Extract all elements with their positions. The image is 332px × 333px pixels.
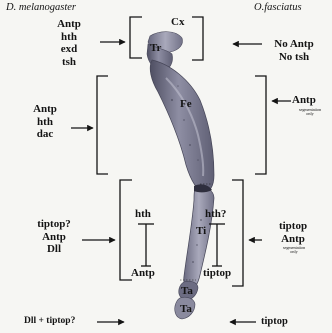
- left-bracket-coxa-trochanter: [130, 17, 142, 58]
- note-line: only: [274, 250, 314, 254]
- leg-femur-shape: [150, 60, 214, 193]
- right-bracket-femur: [255, 76, 266, 174]
- inner-label-hth-right: hth?: [205, 209, 226, 220]
- right-genes-coxa-trochanter: No Antp No tsh: [266, 38, 322, 63]
- gene: tiptop: [266, 220, 320, 233]
- header-right-species: O.fasciatus: [254, 3, 302, 14]
- inner-bars: [138, 224, 225, 266]
- segment-label-tarsus-1: Ta: [181, 286, 193, 297]
- left-bracket-femur: [97, 76, 108, 174]
- gene: No Antp: [266, 38, 322, 51]
- left-genes-distal: Dll + tiptop?: [24, 317, 75, 327]
- gene: dac: [22, 128, 68, 141]
- gene: Dll: [28, 243, 80, 256]
- inner-label-tiptop: tiptop: [203, 268, 231, 279]
- note-line: only: [292, 112, 328, 116]
- segment-label-tibia: Ti: [196, 226, 206, 237]
- right-genes-distal: tiptop: [261, 317, 288, 328]
- gene: Antp: [45, 18, 93, 31]
- gene: tiptop?: [28, 218, 80, 231]
- inner-label-antp: Antp: [131, 268, 155, 279]
- gene: exd: [45, 43, 93, 56]
- right-bracket-tibia-tarsus: [232, 180, 243, 286]
- gene: Antp: [28, 231, 80, 244]
- gene: Antp: [266, 233, 320, 246]
- gene: hth: [45, 31, 93, 44]
- gene: Antp: [22, 103, 68, 116]
- segment-label-tarsus-2: Ta: [180, 304, 192, 315]
- left-genes-femur: Antp hth dac: [22, 103, 68, 141]
- gene: No tsh: [266, 51, 322, 64]
- right-bracket-coxa-trochanter: [192, 17, 203, 60]
- segment-label-trochanter: Tr: [150, 43, 161, 54]
- segment-label-femur: Fe: [180, 99, 192, 110]
- header-left-species: D. melanogaster: [6, 3, 76, 14]
- inner-label-hth-left: hth: [135, 209, 151, 220]
- right-genes-tibia: tiptop Antp: [266, 220, 320, 245]
- gene: tsh: [45, 56, 93, 69]
- left-genes-tibia-tarsus: tiptop? Antp Dll: [28, 218, 80, 256]
- right-gene-femur: Antp: [292, 95, 316, 106]
- segment-label-coxa: Cx: [171, 17, 184, 28]
- right-note-femur: segmentation only: [292, 108, 328, 116]
- gene: hth: [22, 116, 68, 129]
- left-genes-coxa-trochanter: Antp hth exd tsh: [45, 18, 93, 68]
- left-bracket-tibia-tarsus: [120, 180, 132, 280]
- right-note-tibia: segmentation only: [274, 246, 314, 254]
